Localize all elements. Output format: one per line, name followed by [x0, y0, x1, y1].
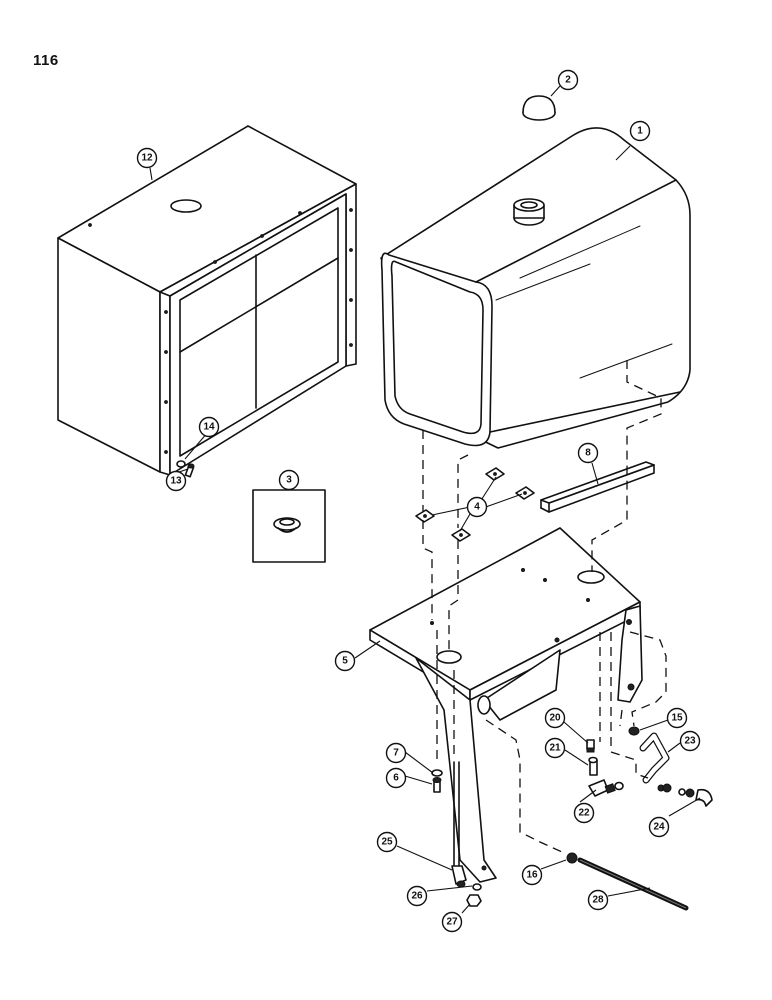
drain-tube	[451, 761, 467, 888]
callout-13-label: 13	[170, 476, 182, 487]
fitting-15	[628, 726, 640, 736]
callout-6-label: 6	[393, 773, 399, 784]
callout-8-label: 8	[585, 448, 591, 459]
callout-20: 20	[544, 707, 566, 729]
filler-cap	[522, 95, 556, 121]
callout-20-label: 20	[549, 713, 561, 724]
bracket-bolt-washer	[431, 769, 443, 793]
inset-detail-gasket	[252, 489, 326, 563]
callout-24: 24	[648, 816, 670, 838]
callout-3: 3	[278, 469, 300, 491]
callout-5-label: 5	[342, 656, 348, 667]
fitting-26	[472, 883, 482, 891]
callout-24-label: 24	[653, 822, 665, 833]
callout-12-label: 12	[141, 153, 153, 164]
hose-23	[639, 732, 670, 792]
callout-23: 23	[679, 730, 701, 752]
callout-7: 7	[385, 742, 407, 764]
assembly-lines	[422, 360, 667, 853]
callout-27-label: 27	[446, 917, 458, 928]
callout-14: 14	[198, 416, 220, 438]
elbow-24	[662, 783, 713, 807]
callout-23-label: 23	[684, 736, 696, 747]
tank-support-bracket	[369, 527, 643, 883]
callout-2: 2	[557, 69, 579, 91]
callout-3-label: 3	[286, 475, 292, 486]
callout-2-label: 2	[565, 75, 571, 86]
callout-7-label: 7	[393, 748, 399, 759]
callout-12: 12	[136, 147, 158, 169]
callout-5: 5	[334, 650, 356, 672]
fuel-tank	[380, 127, 691, 449]
shroud-cover	[57, 125, 357, 476]
callout-1-label: 1	[637, 126, 643, 137]
callout-13: 13	[165, 470, 187, 492]
callout-26: 26	[406, 885, 428, 907]
callout-26-label: 26	[411, 891, 423, 902]
callout-28-label: 28	[592, 895, 604, 906]
callout-8: 8	[577, 442, 599, 464]
mounting-bar	[540, 461, 655, 513]
leader-lines	[149, 85, 701, 914]
callout-25: 25	[376, 831, 398, 853]
callout-1: 1	[629, 120, 651, 142]
callout-16-label: 16	[526, 870, 538, 881]
nut-27	[466, 894, 482, 907]
callout-15: 15	[666, 707, 688, 729]
fuel-fittings	[586, 739, 624, 797]
callout-14-label: 14	[203, 422, 215, 433]
callout-21-label: 21	[549, 743, 561, 754]
callout-27: 27	[441, 911, 463, 933]
hose-and-fitting	[566, 852, 689, 911]
callout-16: 16	[521, 864, 543, 886]
page-number: 116	[33, 52, 59, 69]
callout-28: 28	[587, 889, 609, 911]
callout-4-label: 4	[474, 502, 480, 513]
callout-6: 6	[385, 767, 407, 789]
callout-25-label: 25	[381, 837, 393, 848]
callout-4: 4	[466, 496, 488, 518]
callout-22-label: 22	[578, 808, 590, 819]
callout-22: 22	[573, 802, 595, 824]
callout-21: 21	[544, 737, 566, 759]
bolt-and-washer	[176, 460, 195, 478]
callout-15-label: 15	[671, 713, 683, 724]
